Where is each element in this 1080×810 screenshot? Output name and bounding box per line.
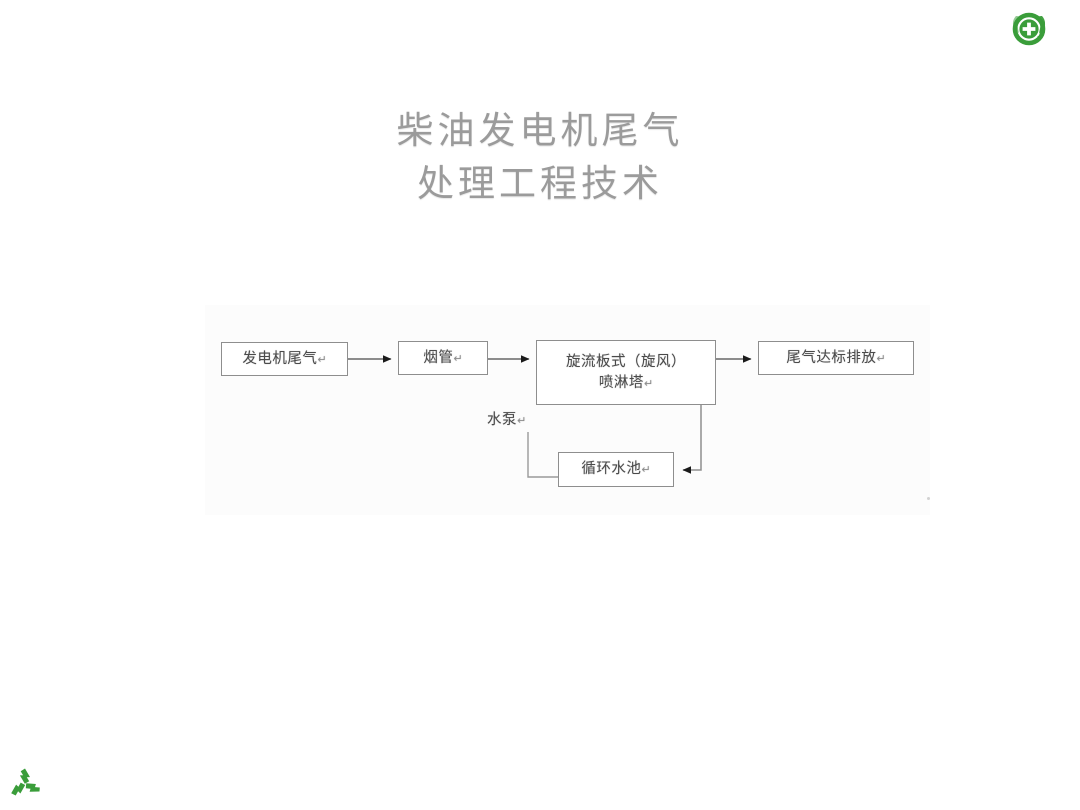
flow-node-compliant-emission-label: 尾气达标排放 bbox=[786, 349, 877, 366]
paragraph-return-icon: ↵ bbox=[643, 376, 654, 390]
flow-node-flue-pipe-label: 烟管 bbox=[423, 349, 454, 366]
health-emblem-logo bbox=[1006, 6, 1052, 52]
flow-node-compliant-emission[interactable]: 尾气达标排放↵ bbox=[758, 341, 914, 375]
paragraph-return-icon: ↵ bbox=[453, 351, 463, 365]
edge-tower-to-pool bbox=[682, 405, 702, 474]
flow-label-water-pump: 水泵↵ bbox=[487, 410, 527, 431]
paragraph-return-icon: ↵ bbox=[317, 352, 327, 366]
stray-dot-artifact bbox=[927, 497, 930, 500]
flow-node-circulation-pool[interactable]: 循环水池↵ bbox=[558, 452, 674, 487]
flow-node-spray-tower-label-line2: 喷淋塔 bbox=[598, 374, 644, 391]
paragraph-return-icon: ↵ bbox=[876, 351, 886, 365]
exhaust-treatment-flowchart: 发电机尾气↵ 烟管↵ 旋流板式（旋风） 喷淋塔↵ 尾气达标排放↵ 循环水池↵ 水… bbox=[205, 305, 930, 515]
paragraph-return-icon: ↵ bbox=[517, 414, 527, 427]
flow-node-spray-tower-label-line1: 旋流板式（旋风） bbox=[566, 353, 686, 370]
edge-pool-to-pump bbox=[527, 432, 558, 478]
flow-node-exhaust-label: 发电机尾气 bbox=[242, 350, 318, 367]
flow-node-flue-pipe[interactable]: 烟管↵ bbox=[398, 341, 488, 375]
recycling-symbol bbox=[8, 766, 42, 802]
flow-node-spray-tower[interactable]: 旋流板式（旋风） 喷淋塔↵ bbox=[536, 340, 716, 405]
flow-node-circulation-pool-label: 循环水池 bbox=[581, 461, 642, 477]
paragraph-return-icon: ↵ bbox=[641, 463, 651, 476]
page-title: 柴油发电机尾气 处理工程技术 bbox=[396, 109, 684, 205]
flow-label-water-pump-text: 水泵 bbox=[487, 412, 517, 428]
flow-node-exhaust[interactable]: 发电机尾气↵ bbox=[221, 342, 348, 376]
